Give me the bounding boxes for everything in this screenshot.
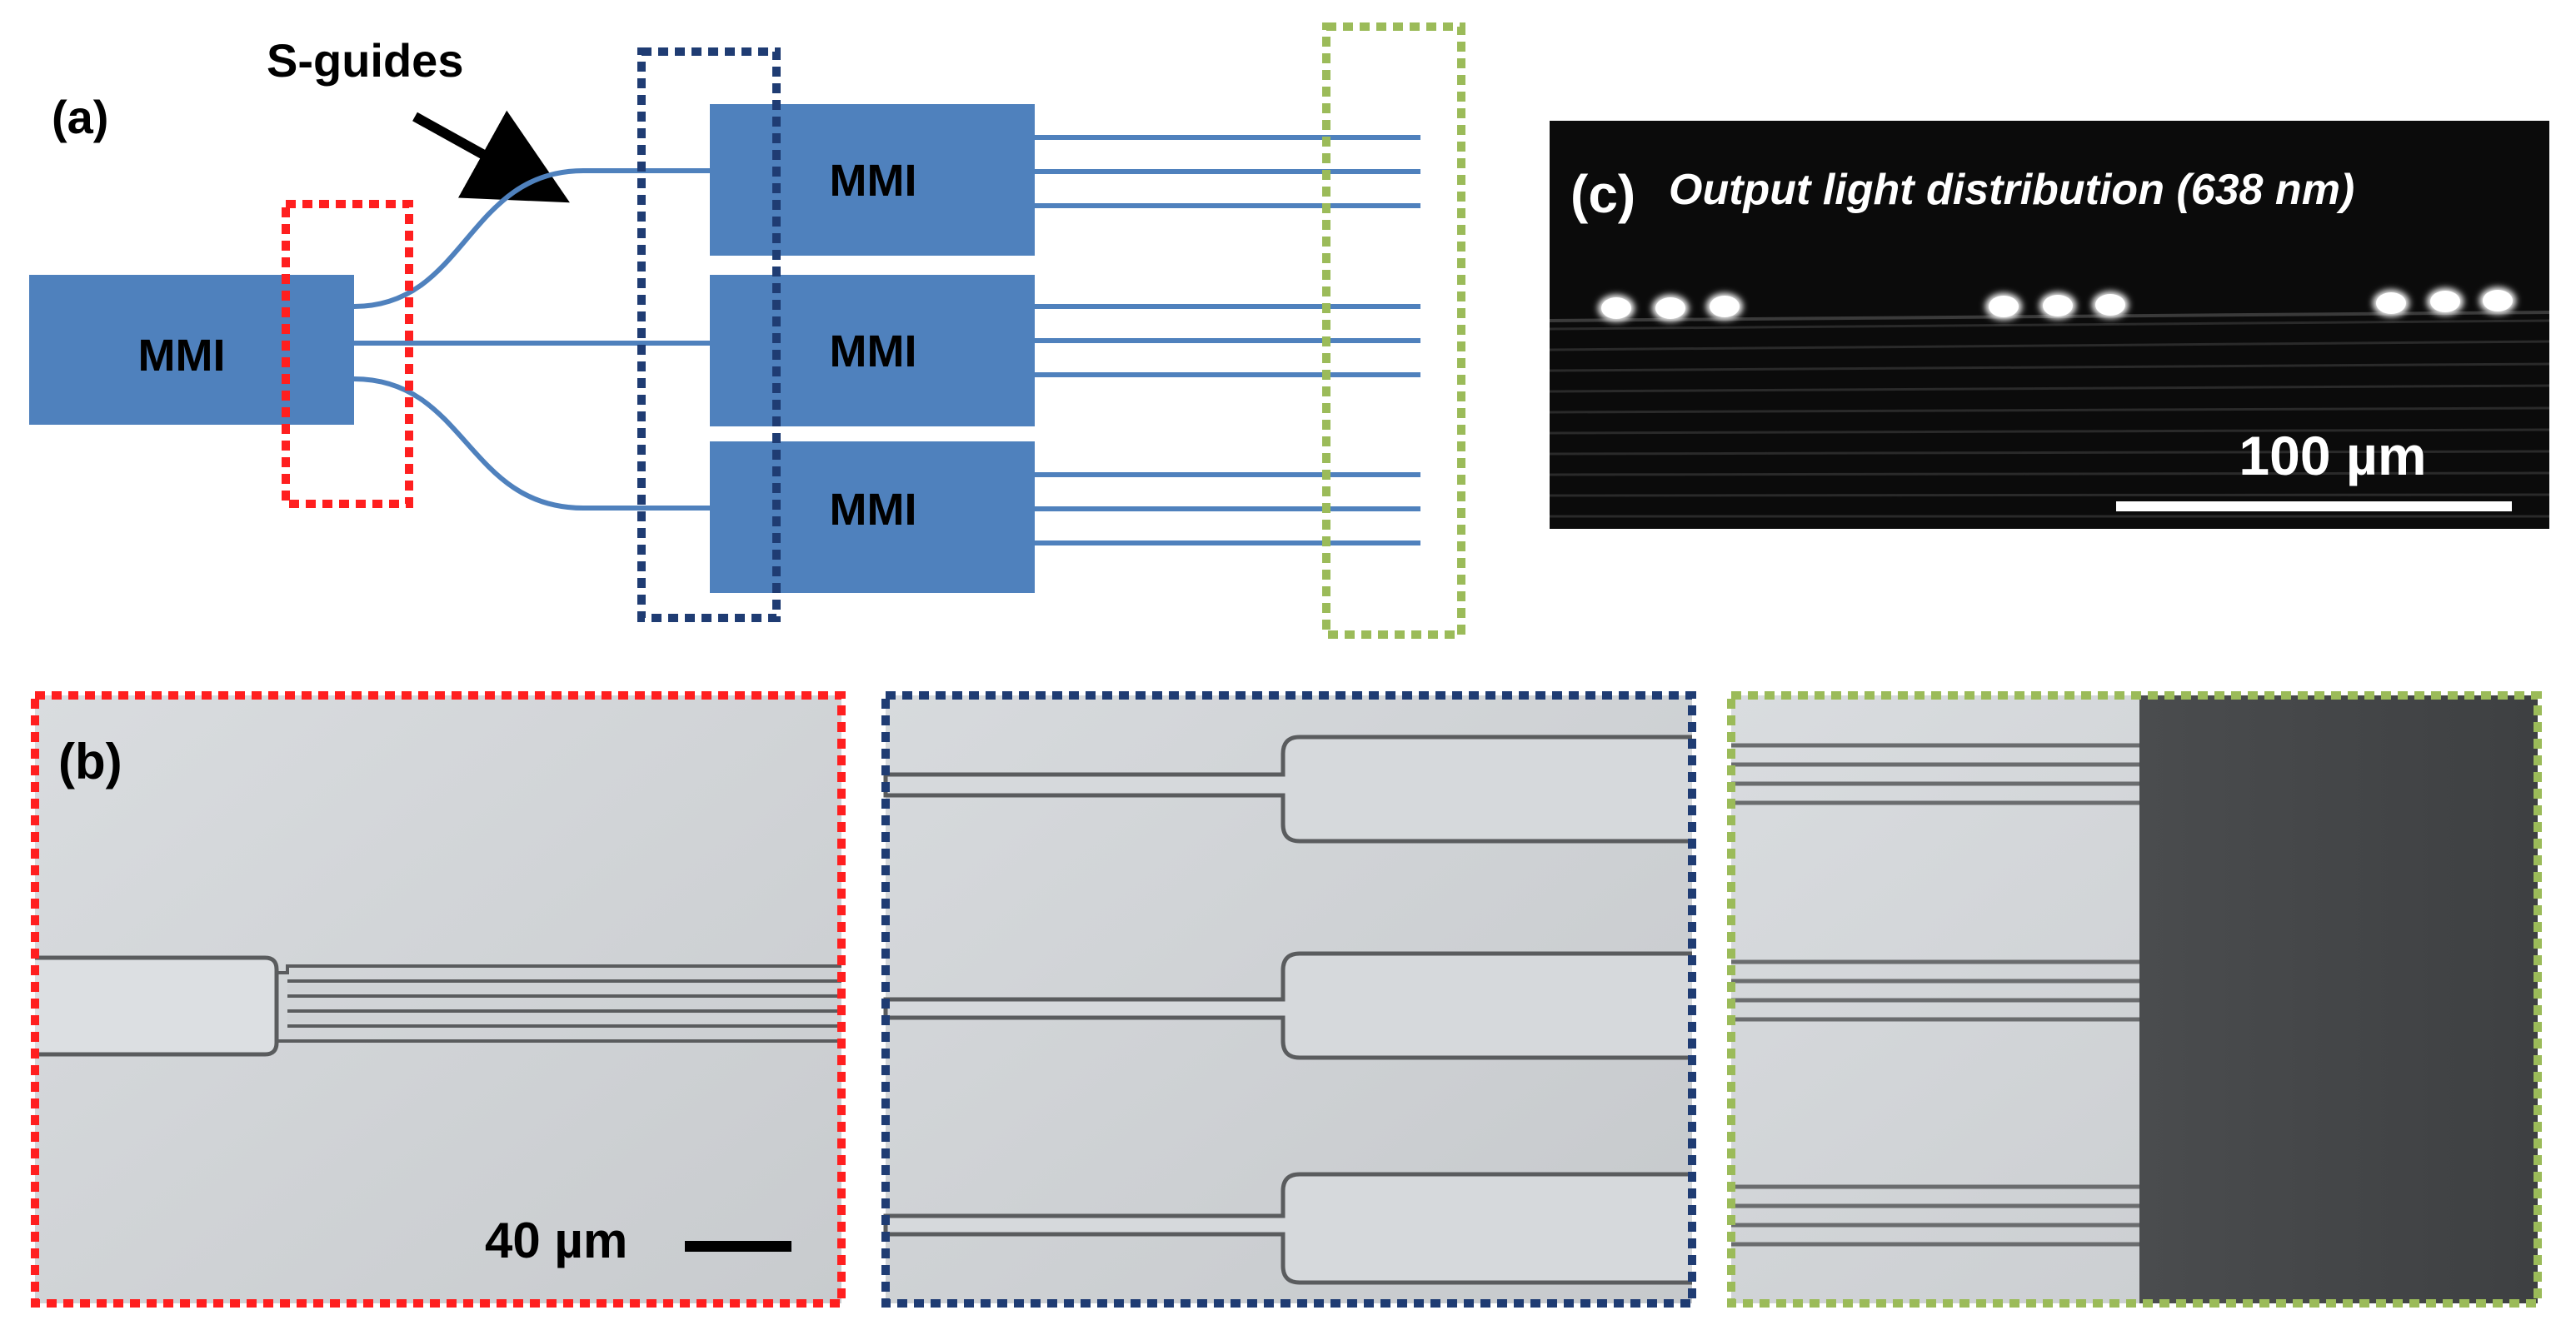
micrograph-blue-structures [883, 735, 1692, 1285]
mmi-top-label: MMI [830, 156, 917, 206]
s-guides-annotation: S-guides [267, 34, 463, 87]
s-guides-arrow [412, 110, 570, 203]
micrograph-red-mmi [35, 955, 279, 1057]
red-dotted-box [282, 200, 413, 508]
micrograph-blue [881, 691, 1696, 1308]
micrograph-red-guides [277, 964, 841, 1043]
micrograph-red: (b) 40 µm [31, 691, 846, 1308]
spot-group-2 [1985, 291, 2129, 320]
mmi-top-block [710, 104, 1035, 256]
mmi-mid-block [710, 275, 1035, 426]
mmi-bot-block [710, 441, 1035, 593]
panel-c: (c) Output light distribution (638 nm) [1549, 121, 2550, 529]
micrograph-blue-border [881, 691, 1696, 1308]
spot-group-1 [1598, 293, 1743, 321]
panel-c-scale-label: 100 µm [2239, 425, 2426, 486]
s-guide-bottom [353, 376, 718, 511]
mmi-mid-label: MMI [830, 326, 917, 376]
micrograph-green-guides [1731, 743, 2139, 1247]
panel-c-title: Output light distribution (638 nm) [1669, 166, 2354, 214]
panel-c-scale-bar [2116, 501, 2512, 511]
panel-b-label: (b) [58, 734, 122, 790]
panel-c-label: (c) [1570, 164, 1635, 224]
micrograph-green [1727, 691, 2542, 1308]
s-guide-waveguides [353, 168, 718, 511]
micrograph-green-dark-region [2139, 695, 2538, 1303]
output-waveguides [1035, 135, 1420, 545]
panel-a: (a) S-guides MMI MMI MMI MMI [29, 22, 1465, 639]
mmi-main-block [29, 275, 354, 425]
mmi-bot-label: MMI [830, 485, 917, 535]
output-light-spots [1598, 287, 2516, 321]
mmi-main-label: MMI [138, 331, 226, 381]
micrograph-red-border [31, 691, 846, 1308]
blue-dotted-box [637, 47, 781, 622]
panel-a-label: (a) [52, 91, 108, 143]
spot-group-3 [2373, 287, 2516, 316]
panel-b-scale-label: 40 µm [485, 1213, 627, 1268]
panel-b-scale-bar [685, 1241, 791, 1252]
green-dotted-box [1322, 22, 1465, 639]
s-guide-top [353, 168, 718, 309]
micrograph-green-border [1727, 691, 2542, 1308]
panel-c-fringes [1549, 319, 2550, 518]
